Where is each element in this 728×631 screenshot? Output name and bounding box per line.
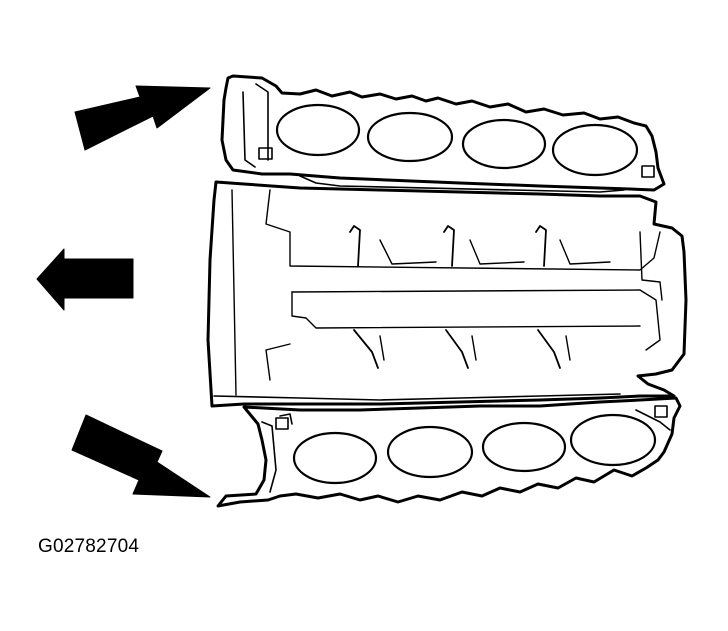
figure-id-label: G02782704 (38, 536, 140, 557)
upper-bore-3 (461, 118, 547, 170)
intake-manifold-gasket (206, 180, 688, 408)
lower-cylinder-head-gasket (216, 396, 682, 508)
lower-bore-2 (386, 425, 474, 479)
arrow-lower-left (71, 414, 211, 498)
arrow-upper-left (74, 85, 211, 151)
upper-bore-1 (275, 103, 361, 157)
arrow-left (36, 248, 134, 311)
lower-bore-4 (569, 413, 657, 467)
upper-bore-2 (366, 111, 454, 163)
lower-bore-3 (481, 421, 567, 473)
upper-cylinder-head-gasket (220, 74, 666, 193)
upper-bore-4 (551, 123, 639, 177)
lower-bore-1 (292, 431, 378, 485)
